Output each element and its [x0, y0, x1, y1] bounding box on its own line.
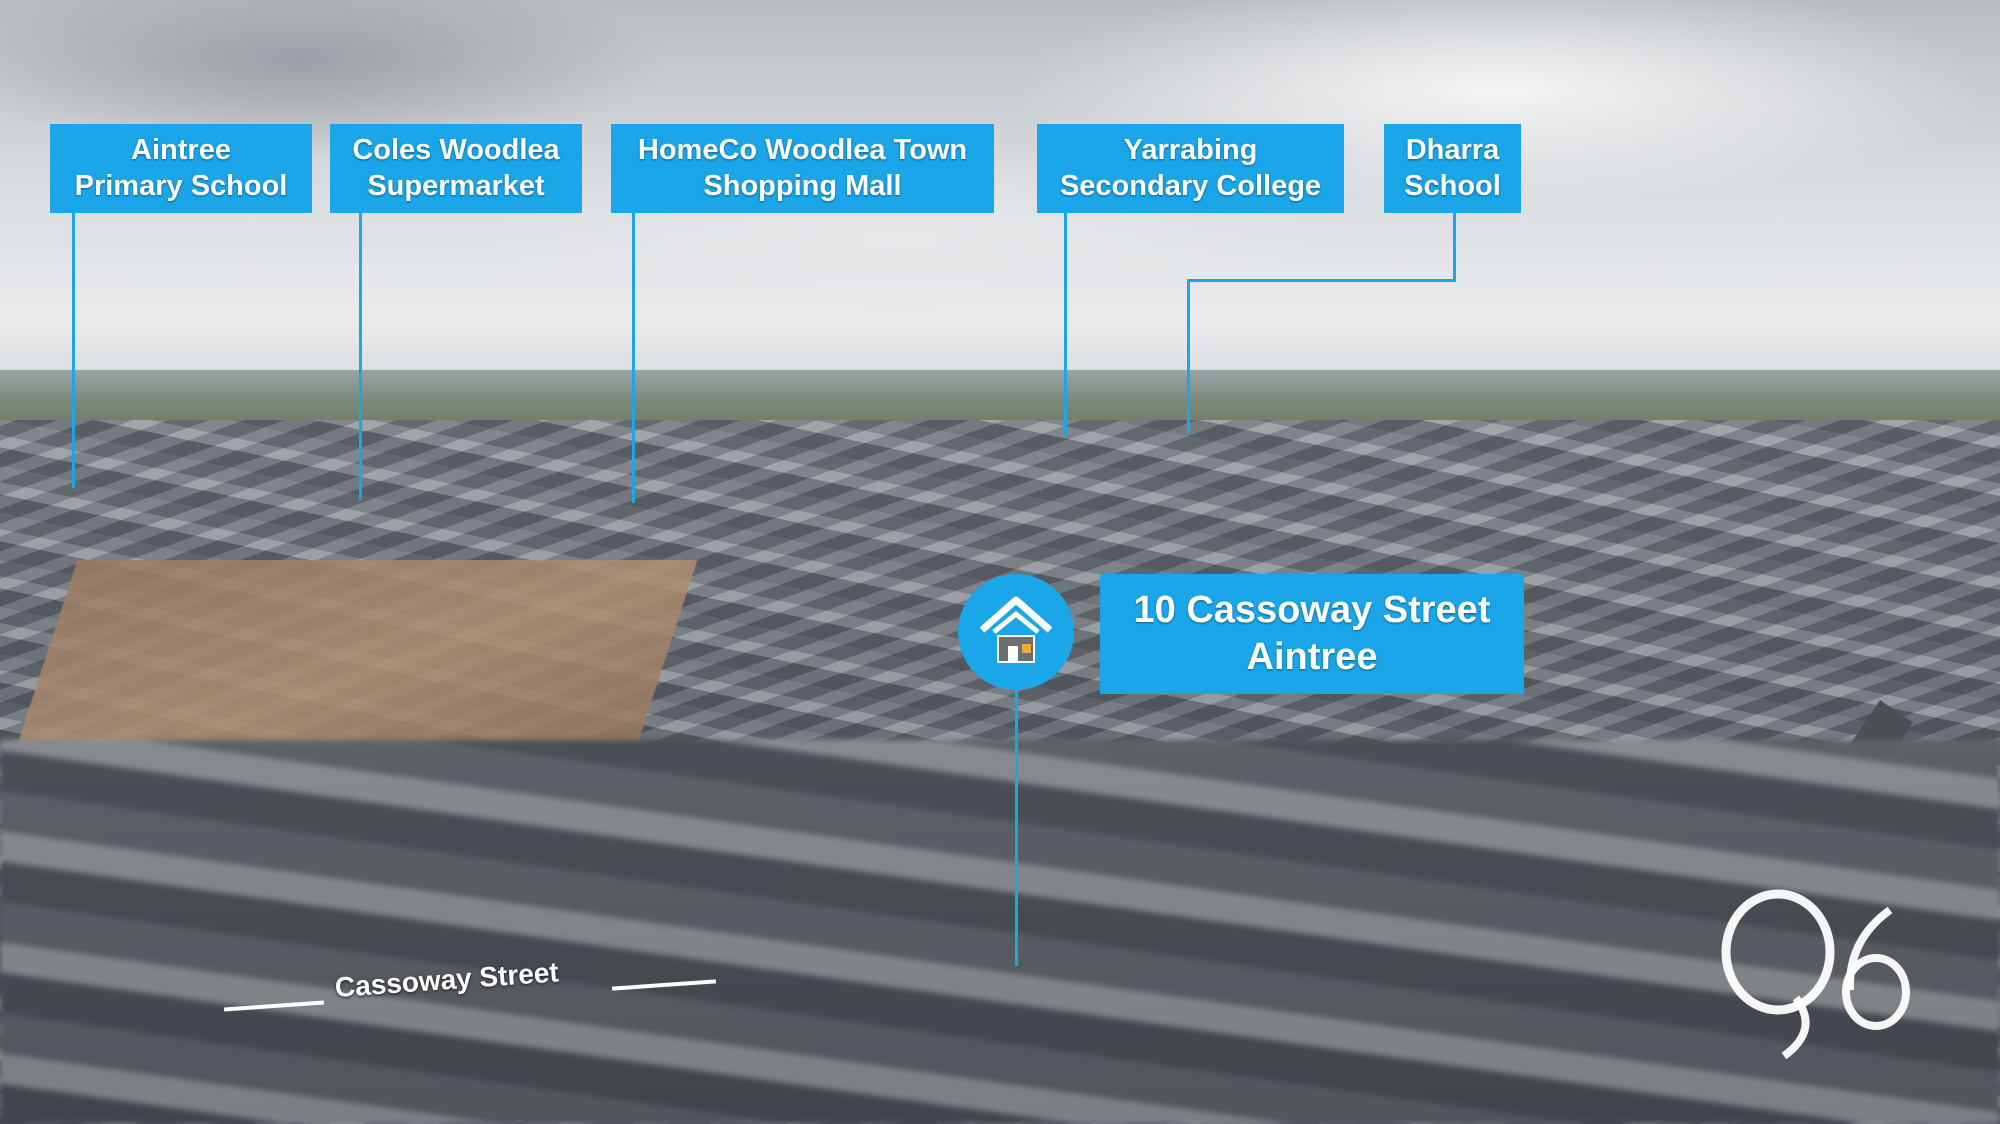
poi-leader-line	[632, 213, 635, 503]
poi-label-line: School	[1404, 169, 1501, 202]
property-leader-line	[1015, 690, 1018, 966]
poi-label-line: HomeCo Woodlea Town	[637, 134, 968, 167]
property-suburb-line: Aintree	[1246, 636, 1378, 678]
poi-label-line: Primary School	[74, 169, 288, 202]
q6-watermark-logo	[1721, 889, 1910, 1060]
poi-label-line: Yarrabing	[1123, 134, 1258, 167]
poi-label-line: Secondary College	[1059, 169, 1322, 202]
poi-label-line: Shopping Mall	[703, 169, 902, 202]
poi-leader-line	[359, 213, 362, 500]
poi-label-line: Supermarket	[367, 169, 545, 202]
blurred-foreground-houses	[0, 740, 2000, 1124]
property-pin	[958, 574, 1074, 690]
poi-leader-line	[72, 213, 75, 488]
poi-label-line: Dharra	[1405, 134, 1500, 167]
property-address-line: 10 Cassoway Street	[1133, 588, 1491, 631]
poi-label-line: Coles Woodlea	[352, 134, 560, 167]
poi-leader-line	[1187, 279, 1190, 434]
poi-leader-line	[1187, 279, 1456, 282]
poi-leader-line	[1453, 213, 1456, 282]
house-icon	[979, 596, 1053, 663]
poi-label-line: Aintree	[131, 134, 231, 167]
poi-leader-line	[1064, 213, 1067, 435]
